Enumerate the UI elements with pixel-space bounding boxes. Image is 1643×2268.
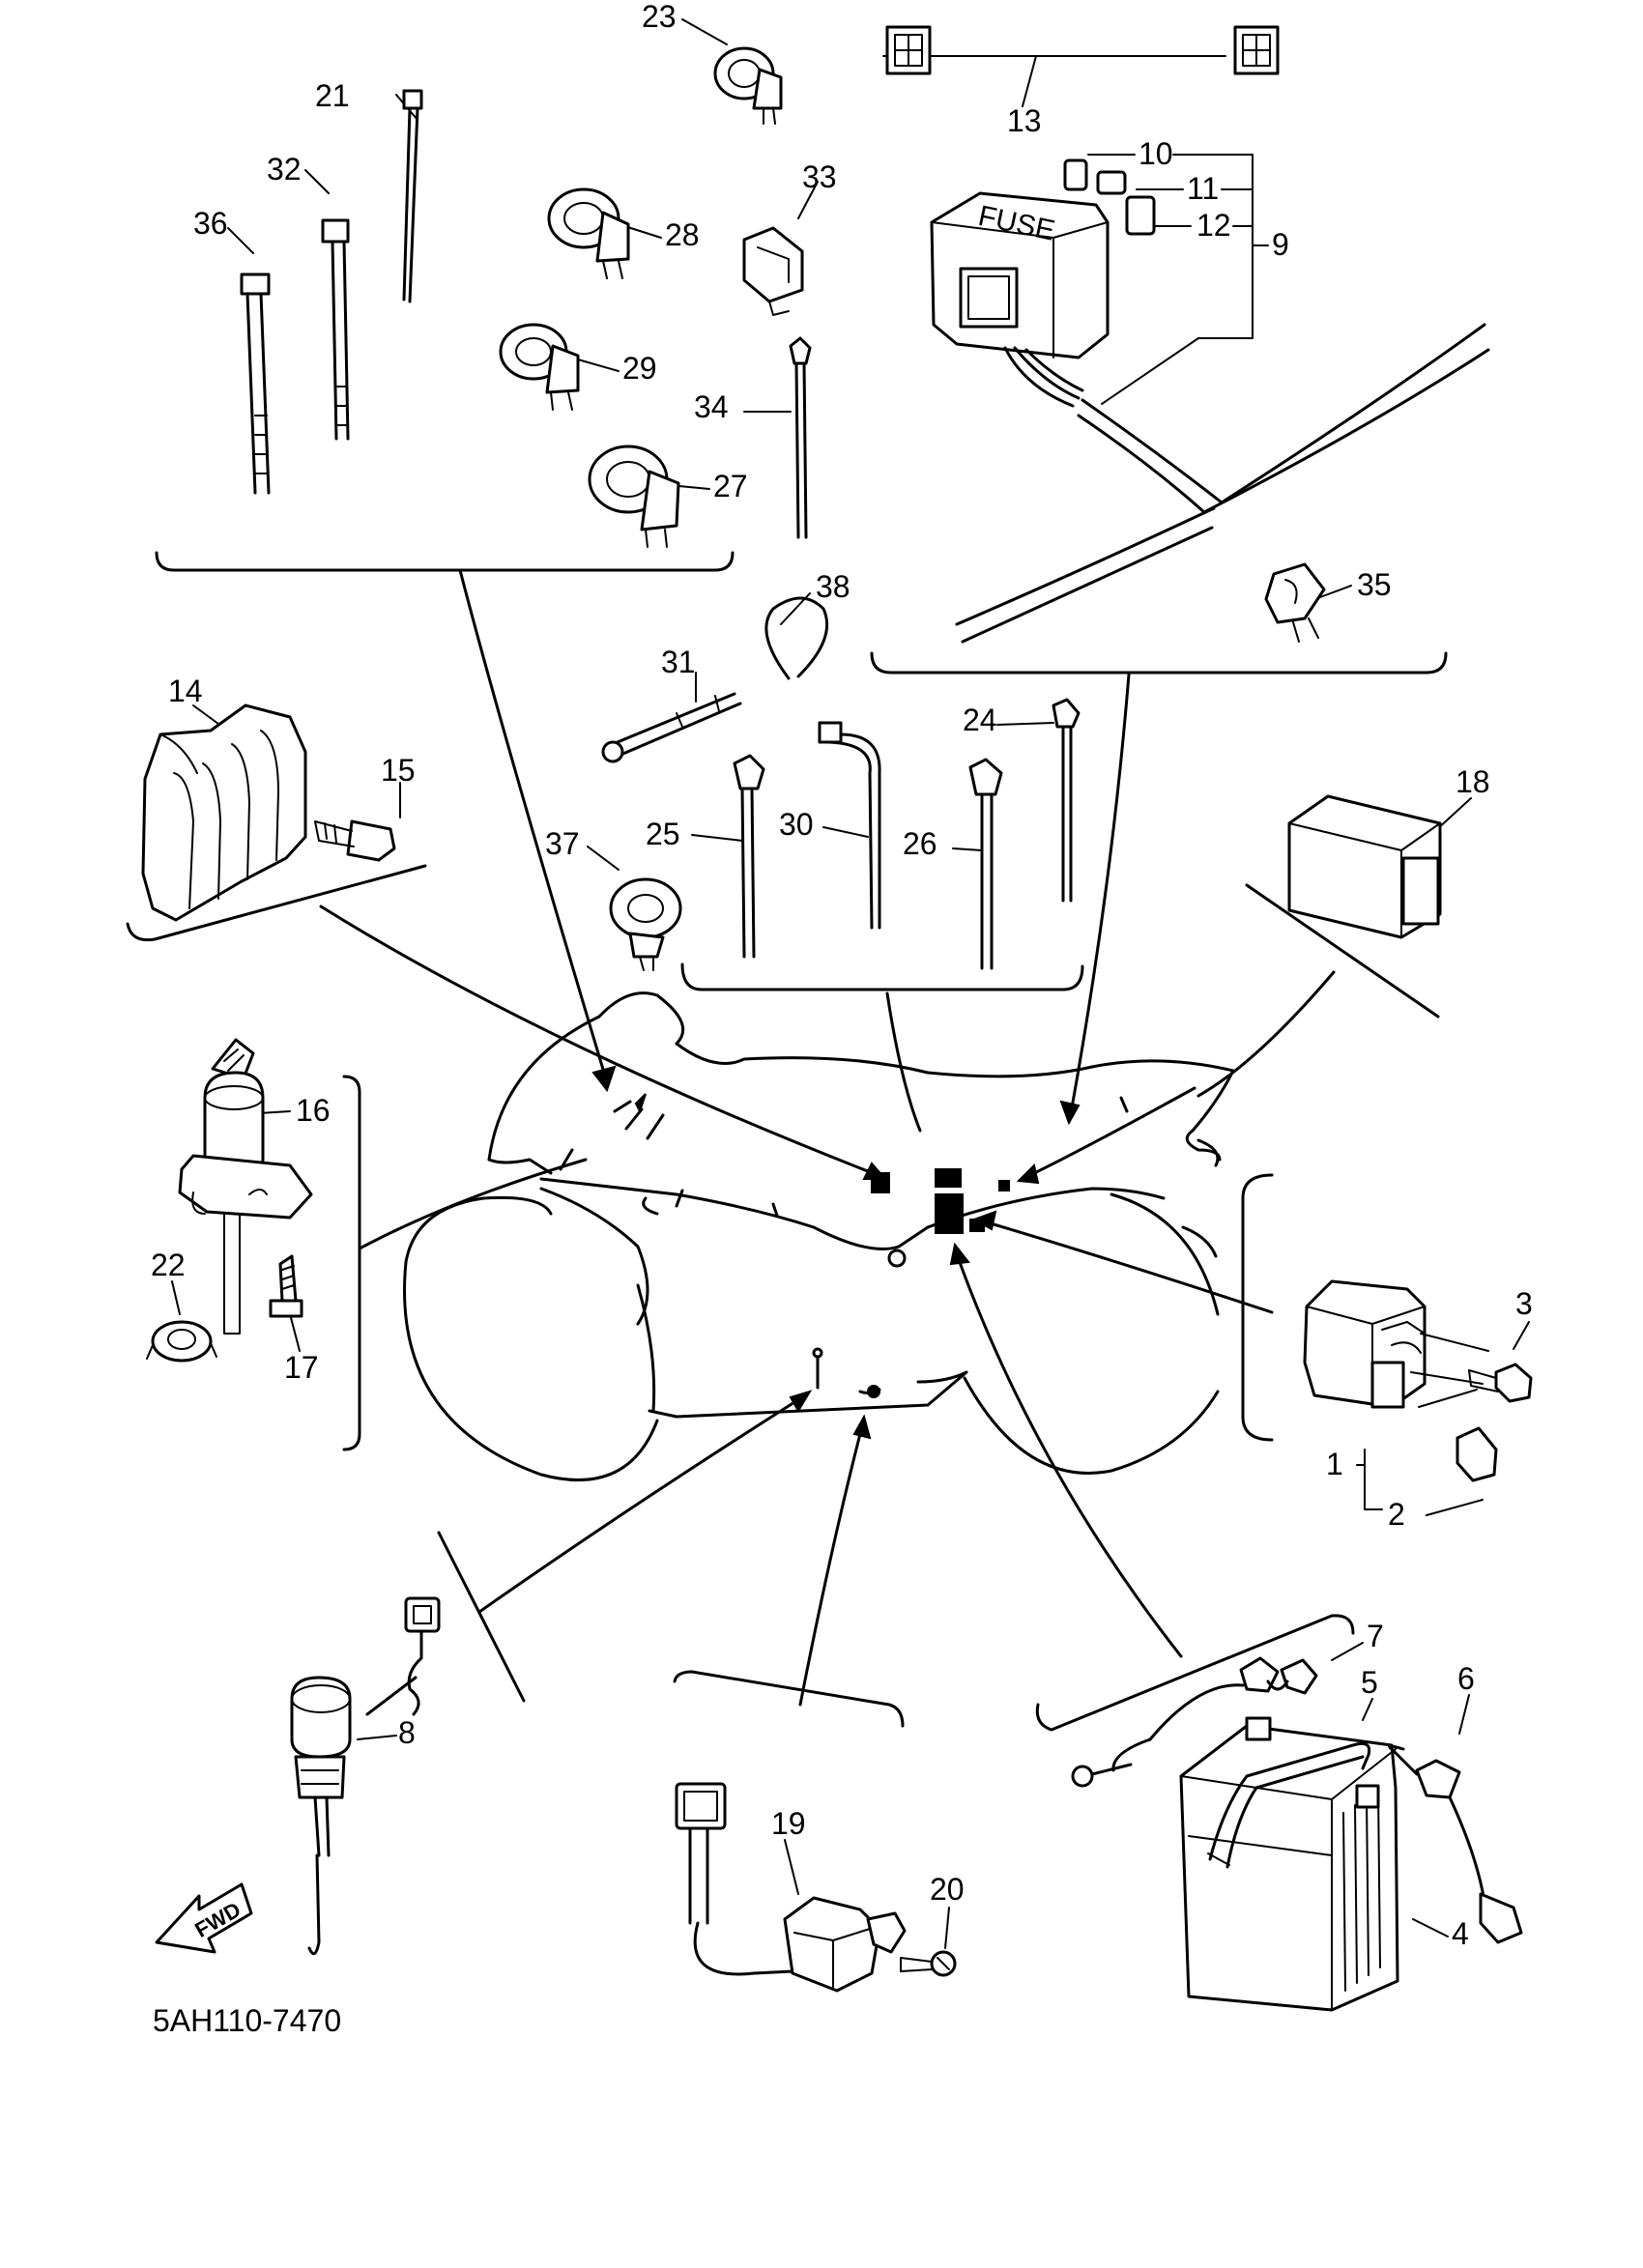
part-36-cable-tie bbox=[240, 273, 271, 495]
callout-24: 24 bbox=[963, 703, 997, 737]
part-26-band bbox=[968, 758, 1003, 970]
part-25-band bbox=[733, 754, 765, 959]
callout-9: 9 bbox=[1272, 227, 1289, 262]
callout-14: 14 bbox=[168, 674, 203, 708]
callout-23: 23 bbox=[642, 0, 677, 34]
callout-32: 32 bbox=[267, 152, 302, 187]
callout-5: 5 bbox=[1361, 1665, 1378, 1700]
part-9-fuse-box: FUSE bbox=[930, 191, 1110, 408]
part-30-band bbox=[818, 721, 881, 930]
callout-2: 2 bbox=[1388, 1497, 1405, 1532]
callout-28: 28 bbox=[665, 217, 700, 252]
part-13-wire-harness-connector bbox=[885, 25, 1280, 75]
callout-22: 22 bbox=[151, 1248, 186, 1282]
part-2-cap bbox=[1456, 1426, 1498, 1482]
callout-16: 16 bbox=[296, 1093, 331, 1128]
part-6-cable bbox=[1388, 1744, 1523, 1944]
part-34-clip-tie bbox=[789, 336, 812, 539]
part-31-band bbox=[601, 692, 742, 763]
callout-38: 38 bbox=[816, 569, 850, 604]
callout-labels: 1 2 3 4 5 6 7 8 9 10 11 12 13 14 15 16 1… bbox=[151, 0, 1533, 1951]
part-16-main-switch bbox=[178, 1038, 313, 1335]
callout-17: 17 bbox=[284, 1350, 319, 1385]
callout-4: 4 bbox=[1452, 1916, 1469, 1951]
part-23-clamp bbox=[713, 46, 783, 125]
callout-25: 25 bbox=[646, 817, 680, 851]
part-35-clamp bbox=[1264, 562, 1326, 643]
motorcycle-outline bbox=[403, 991, 1235, 1482]
part-28-clamp bbox=[547, 187, 630, 279]
group-brackets bbox=[126, 551, 1448, 1732]
part-14-rectifier-regulator bbox=[141, 703, 307, 922]
callout-29: 29 bbox=[622, 351, 657, 386]
part-18-relay bbox=[1287, 794, 1442, 939]
part-20-screw bbox=[900, 1950, 957, 1977]
fwd-direction-arrow: FWD bbox=[155, 1882, 253, 1954]
callout-12: 12 bbox=[1196, 208, 1231, 243]
callout-3: 3 bbox=[1515, 1286, 1533, 1321]
callout-11: 11 bbox=[1187, 171, 1219, 206]
callout-33: 33 bbox=[802, 159, 837, 194]
callout-30: 30 bbox=[779, 807, 814, 842]
part-5-battery-band bbox=[1207, 1741, 1371, 1869]
callout-20: 20 bbox=[930, 1872, 965, 1907]
part-33-clip bbox=[742, 226, 804, 316]
callout-37: 37 bbox=[545, 826, 580, 861]
part-21-cable-tie bbox=[402, 89, 423, 303]
part-10-12-fuses bbox=[1063, 158, 1156, 236]
callout-34: 34 bbox=[694, 389, 729, 424]
part-29-clamp bbox=[499, 323, 580, 411]
part-1-starter-relay bbox=[1303, 1279, 1489, 1409]
callout-27: 27 bbox=[713, 469, 748, 503]
part-22-clip bbox=[146, 1320, 217, 1363]
part-32-cable-tie bbox=[321, 218, 350, 441]
callout-7: 7 bbox=[1367, 1619, 1384, 1653]
part-27-clamp bbox=[588, 445, 680, 548]
part-38-wire-clip bbox=[764, 596, 829, 680]
part-19-switch bbox=[675, 1782, 907, 1993]
callout-13: 13 bbox=[1007, 103, 1042, 138]
callout-10: 10 bbox=[1139, 136, 1173, 171]
callout-36: 36 bbox=[193, 206, 228, 241]
callout-31: 31 bbox=[661, 645, 696, 679]
main-wire-harness bbox=[955, 323, 1490, 644]
part-8-switch bbox=[290, 1596, 441, 1956]
callout-35: 35 bbox=[1357, 567, 1392, 602]
callout-1: 1 bbox=[1326, 1447, 1343, 1481]
callout-26: 26 bbox=[903, 826, 937, 861]
drawing-code: 5AH110-7470 bbox=[153, 2003, 341, 2038]
connecting-lines bbox=[319, 568, 1336, 1707]
callout-19: 19 bbox=[771, 1806, 806, 1841]
callout-21: 21 bbox=[315, 78, 350, 113]
part-3-bolt bbox=[1468, 1363, 1533, 1403]
callout-18: 18 bbox=[1456, 764, 1490, 799]
part-17-bolt bbox=[269, 1254, 303, 1318]
callout-8: 8 bbox=[398, 1715, 416, 1750]
part-37-clamp bbox=[609, 877, 682, 971]
callout-15: 15 bbox=[381, 753, 416, 788]
part-15-bolt bbox=[314, 819, 396, 862]
part-24-band bbox=[1052, 698, 1081, 903]
part-7-cable bbox=[1071, 1656, 1318, 1788]
callout-6: 6 bbox=[1457, 1661, 1475, 1696]
